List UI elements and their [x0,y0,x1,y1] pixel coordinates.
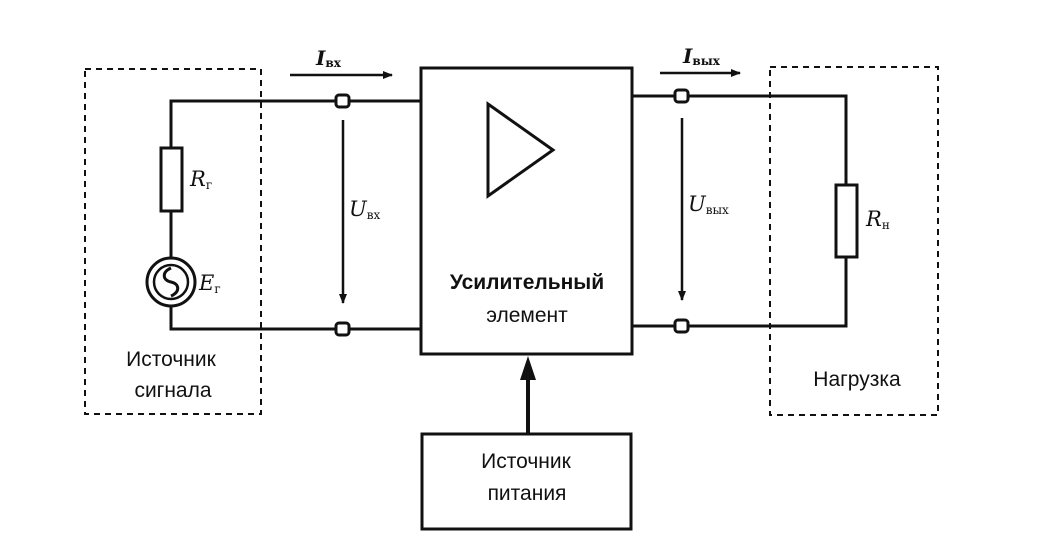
resistor-rn-label: Rн [865,207,890,232]
input-terminal-bottom [334,321,351,337]
load-label: Нагрузка [813,368,901,391]
resistor-rn [834,183,859,259]
power-source-label-line1: Источник [481,450,571,473]
load-box [769,66,939,416]
resistor-rg [159,146,184,213]
output-current-label: Iвых [682,44,721,68]
output-terminal-bottom [673,318,690,334]
resistor-rg-label: Rг [189,167,212,192]
input-top-wire [169,99,337,150]
amplifier-triangle-icon [486,101,556,199]
output-bottom-wire [688,257,848,328]
output-top-wire [688,94,848,186]
amplifier-label-line1: Усилительный [450,271,604,294]
ac-wave-icon [162,266,180,298]
input-bottom-wire [169,305,337,331]
power-source-label-line2: питания [488,482,567,505]
voltage-source-eg-label: Eг [198,271,221,296]
signal-source-box [84,68,262,415]
power-source-box [420,432,633,531]
signal-source-label-line1: Источник [126,348,216,371]
signal-source-label-line2: сигнала [134,379,211,402]
output-terminal-top [673,88,690,104]
power-supply-arrowhead [520,356,536,380]
output-voltage-label: Uвых [688,192,729,217]
input-terminal-top [334,93,351,109]
input-current-label: Iвх [315,46,342,70]
amplifier-element-box [419,66,634,356]
voltage-source-inner [152,263,190,301]
input-voltage-label: Uвх [349,197,380,222]
amplifier-label-line2: элемент [486,304,568,327]
